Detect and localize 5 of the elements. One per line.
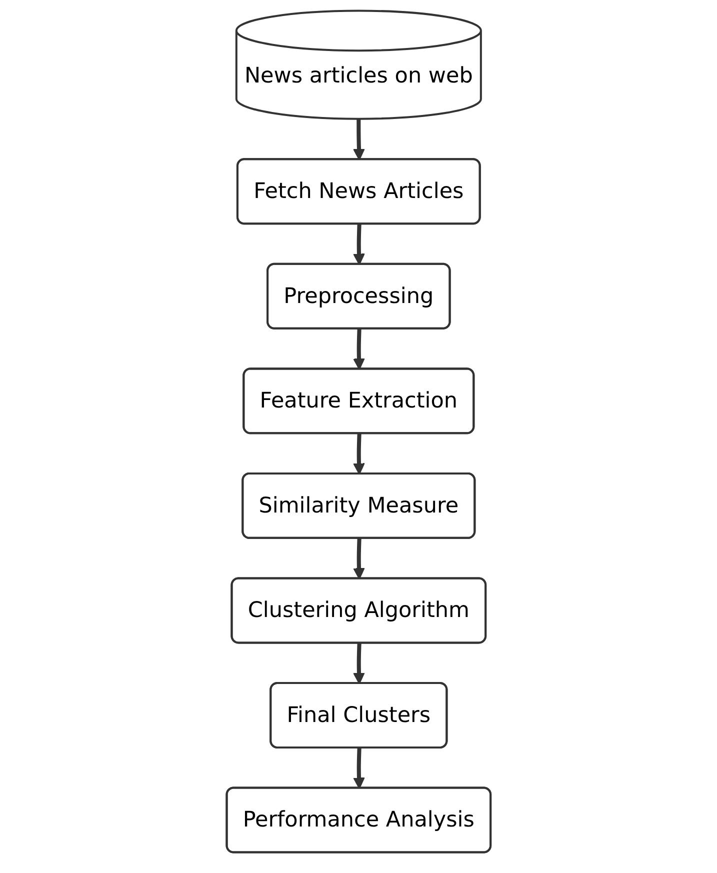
arrow bbox=[352, 643, 365, 684]
arrow bbox=[352, 118, 365, 160]
arrow bbox=[352, 328, 365, 370]
arrow bbox=[352, 748, 365, 789]
arrow bbox=[352, 538, 365, 580]
